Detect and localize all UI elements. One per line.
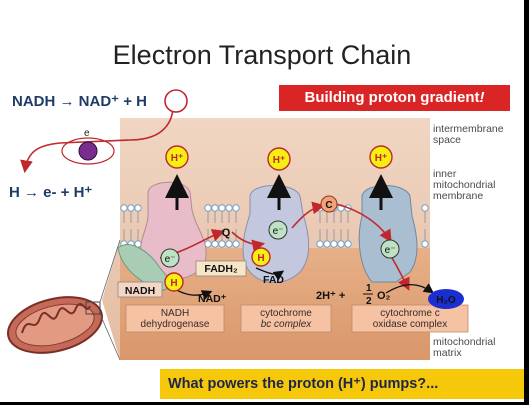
proton-pump-arrows bbox=[165, 174, 393, 210]
complex-iv-label: cytochrome c oxidase complex bbox=[352, 308, 468, 330]
nad-label: NAD⁺ bbox=[198, 293, 227, 305]
complex-i-line-2: dehydrogenase bbox=[140, 319, 210, 330]
fad-label: FAD bbox=[263, 274, 284, 286]
matrix-line-2: matrix bbox=[433, 347, 462, 359]
c-label: C bbox=[325, 200, 332, 211]
complex-iii-line-1: cytochrome bbox=[260, 308, 312, 319]
electron-markers bbox=[160, 195, 400, 268]
complex-iv-label-box bbox=[351, 304, 469, 333]
inner-membrane-label: inner mitochondrial membrane bbox=[433, 169, 495, 202]
two-h-label: 2H⁺ + bbox=[316, 290, 345, 302]
o2-label: O₂ bbox=[377, 290, 391, 302]
mitochondrion-icon bbox=[7, 239, 121, 361]
h-plus-label-3: H⁺ bbox=[375, 153, 388, 164]
nadh-matrix-label: NADH bbox=[125, 285, 155, 297]
banner-text: Building proton gradient bbox=[304, 89, 480, 106]
intermembrane-space-label: intermembrane space bbox=[433, 124, 504, 146]
complex-i-label: NADH dehydrogenase bbox=[126, 308, 224, 330]
banner-emphasis: ! bbox=[479, 89, 485, 106]
h-label-2: H bbox=[257, 253, 264, 264]
h-atom-circle bbox=[164, 89, 188, 113]
nadh-equation: NADH → NAD⁺ + H bbox=[12, 93, 148, 110]
electron-label: e bbox=[84, 128, 90, 139]
complex-iii-line-2: bc complex bbox=[260, 319, 312, 330]
complex-iv-line-2: oxidase complex bbox=[372, 319, 448, 330]
lipid-head bbox=[127, 204, 135, 212]
inner-membrane-line-2: mitochondrial bbox=[433, 179, 496, 191]
h-equation: H → e- + H⁺ bbox=[9, 184, 93, 201]
inner-membrane-line-3: membrane bbox=[433, 190, 484, 202]
lipid-head bbox=[211, 240, 219, 248]
proton-markers bbox=[164, 145, 393, 292]
e-minus-label-2: e⁻ bbox=[273, 226, 284, 237]
slide-title: Electron Transport Chain bbox=[112, 40, 412, 70]
lipid-head bbox=[225, 204, 233, 212]
lipid-head bbox=[330, 240, 338, 248]
lipid-head bbox=[225, 240, 233, 248]
lipid-head bbox=[211, 204, 219, 212]
lipid-head bbox=[232, 240, 240, 248]
complex-iv-line-1: cytochrome c bbox=[380, 308, 440, 319]
e-minus-label-1: e⁻ bbox=[165, 254, 176, 265]
question-bar: What powers the proton (H⁺) pumps?... bbox=[160, 369, 524, 399]
lipid-head bbox=[232, 204, 240, 212]
matrix-line-1: mitochondrial bbox=[433, 336, 496, 348]
lipid-head bbox=[218, 204, 226, 212]
complex-iv-shape bbox=[358, 185, 418, 283]
lipid-head bbox=[344, 240, 352, 248]
lipid-head bbox=[421, 240, 429, 248]
complex-i-arm bbox=[117, 244, 176, 293]
h-label-1: H bbox=[170, 278, 177, 289]
half-denominator: 2 bbox=[366, 296, 372, 307]
complex-iii-label: cytochrome bc complex bbox=[241, 308, 331, 330]
lipid-head bbox=[337, 240, 345, 248]
lipid-head bbox=[134, 204, 142, 212]
lipid-head bbox=[323, 240, 331, 248]
h-plus-label-2: H⁺ bbox=[273, 155, 286, 166]
electron-orbit-icon bbox=[61, 137, 115, 165]
e-minus-label-3: e⁻ bbox=[385, 245, 396, 256]
complex-i-line-1: NADH bbox=[160, 308, 190, 319]
q-label: Q bbox=[222, 227, 231, 239]
lipid-head bbox=[120, 204, 128, 212]
complex-iii-label-box bbox=[240, 304, 332, 333]
h2o-label: H₂O bbox=[436, 295, 456, 306]
fadh2-box bbox=[195, 260, 247, 277]
matrix-label: mitochondrial matrix bbox=[433, 337, 495, 359]
lipid-head bbox=[218, 240, 226, 248]
h-plus-label-1: H⁺ bbox=[171, 153, 184, 164]
fadh2-label: FADH₂ bbox=[204, 263, 238, 275]
lipid-head bbox=[421, 204, 429, 212]
lipid-head bbox=[316, 240, 324, 248]
proton-gradient-banner: Building proton gradient! bbox=[279, 85, 510, 111]
complex-i-label-box bbox=[125, 304, 225, 333]
half-numerator: 1 bbox=[366, 283, 372, 294]
lipid-head bbox=[204, 204, 212, 212]
inner-membrane-line-1: inner bbox=[433, 168, 457, 180]
intermembrane-line-2: space bbox=[433, 134, 462, 146]
intermembrane-line-1: intermembrane bbox=[433, 123, 504, 135]
h2o-oval bbox=[428, 289, 464, 309]
nadh-box bbox=[117, 281, 163, 298]
